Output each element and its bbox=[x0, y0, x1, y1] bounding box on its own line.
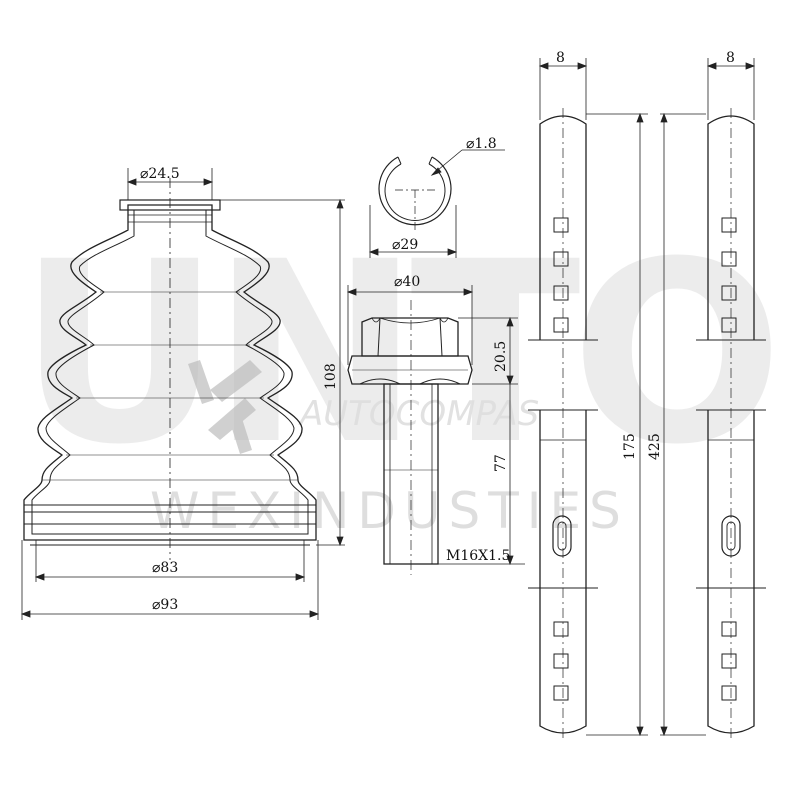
bolt-head-height-label: 20.5 bbox=[493, 341, 509, 372]
clip-wire-diameter-label: ⌀1.8 bbox=[466, 136, 497, 152]
bolt-thread-label: M16X1.5 bbox=[446, 548, 510, 564]
clamp-strap-right bbox=[696, 108, 766, 740]
bolt-flange-diameter-label: ⌀40 bbox=[394, 274, 420, 290]
clip-ring bbox=[378, 156, 452, 232]
watermark-brand-small: WEXINDUSTIES bbox=[150, 482, 629, 540]
clip-diameter-label: ⌀29 bbox=[392, 237, 418, 253]
clamp-strap-left bbox=[528, 108, 598, 740]
strap-segment-length-label: 175 bbox=[622, 433, 638, 460]
bolt-shank-length-label: 77 bbox=[493, 454, 509, 472]
boot-outer-diameter-label: ⌀93 bbox=[152, 597, 178, 613]
flange-bolt bbox=[347, 300, 473, 575]
boot-inner-diameter-label: ⌀83 bbox=[152, 560, 178, 576]
clip-dimensions bbox=[368, 149, 505, 258]
cv-boot bbox=[23, 178, 317, 560]
strap-right-width-label: 8 bbox=[726, 50, 735, 66]
strap-left-width-label: 8 bbox=[556, 50, 565, 66]
boot-height-label: 108 bbox=[323, 363, 339, 390]
boot-top-diameter-label: ⌀24.5 bbox=[140, 166, 180, 182]
strap-right-dimensions bbox=[706, 58, 756, 120]
strap-total-length-label: 425 bbox=[647, 433, 663, 460]
watermark: UNTO AUTOCOMPAS WEXINDUSTIES bbox=[18, 208, 783, 540]
watermark-brand-big: UNTO bbox=[18, 208, 773, 499]
watermark-logo-icon bbox=[188, 360, 262, 454]
bolt-dimensions bbox=[346, 285, 525, 566]
strap-left-dimensions bbox=[538, 58, 706, 737]
watermark-brand-mid: AUTOCOMPAS bbox=[298, 394, 539, 434]
boot-dimensions bbox=[20, 168, 345, 620]
